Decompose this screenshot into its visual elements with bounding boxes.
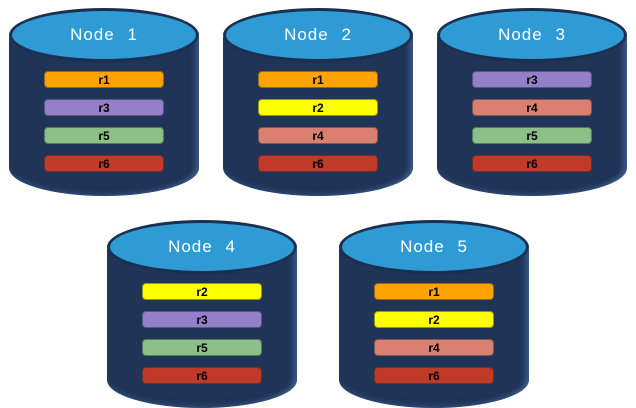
replica-bar-r6: r6 [44, 155, 164, 172]
replica-bar-r6: r6 [142, 367, 262, 384]
database-cylinder-top: Node 4 [107, 220, 297, 274]
replica-list: r2 r3 r5 r6 [107, 283, 297, 384]
replica-bar-r6: r6 [472, 155, 592, 172]
replica-bar-r2: r2 [142, 283, 262, 300]
replica-list: r1 r2 r4 r6 [339, 283, 529, 384]
node-label: Node 4 [168, 237, 236, 256]
database-node-5: Node 5 r1 r2 r4 r6 [339, 220, 529, 408]
database-cylinder-top: Node 3 [437, 8, 627, 62]
node-label: Node 2 [284, 25, 352, 44]
replica-bar-r4: r4 [258, 127, 378, 144]
replica-bar-r3: r3 [472, 71, 592, 88]
database-cylinder-top: Node 2 [223, 8, 413, 62]
replica-list: r1 r2 r4 r6 [223, 71, 413, 172]
database-cylinder-top: Node 1 [9, 8, 199, 62]
replica-bar-r3: r3 [44, 99, 164, 116]
node-label: Node 1 [70, 25, 138, 44]
database-node-4: Node 4 r2 r3 r5 r6 [107, 220, 297, 408]
replica-bar-r1: r1 [44, 71, 164, 88]
replica-bar-r1: r1 [374, 283, 494, 300]
replica-bar-r4: r4 [472, 99, 592, 116]
node-label: Node 5 [400, 237, 468, 256]
database-node-2: Node 2 r1 r2 r4 r6 [223, 8, 413, 196]
replica-list: r3 r4 r5 r6 [437, 71, 627, 172]
replica-bar-r2: r2 [258, 99, 378, 116]
replica-bar-r5: r5 [142, 339, 262, 356]
node-row-top: Node 1 r1 r3 r5 r6 Node 2 r1 r2 r4 r6 Node 3 r… [0, 8, 636, 196]
replica-bar-r6: r6 [258, 155, 378, 172]
replica-bar-r5: r5 [44, 127, 164, 144]
replica-bar-r1: r1 [258, 71, 378, 88]
replica-bar-r3: r3 [142, 311, 262, 328]
replica-bar-r5: r5 [472, 127, 592, 144]
replica-list: r1 r3 r5 r6 [9, 71, 199, 172]
database-cylinder-top: Node 5 [339, 220, 529, 274]
node-label: Node 3 [498, 25, 566, 44]
node-row-bottom: Node 4 r2 r3 r5 r6 Node 5 r1 r2 r4 r6 [0, 220, 636, 408]
database-node-3: Node 3 r3 r4 r5 r6 [437, 8, 627, 196]
database-node-1: Node 1 r1 r3 r5 r6 [9, 8, 199, 196]
replica-bar-r2: r2 [374, 311, 494, 328]
replica-bar-r6: r6 [374, 367, 494, 384]
replica-bar-r4: r4 [374, 339, 494, 356]
